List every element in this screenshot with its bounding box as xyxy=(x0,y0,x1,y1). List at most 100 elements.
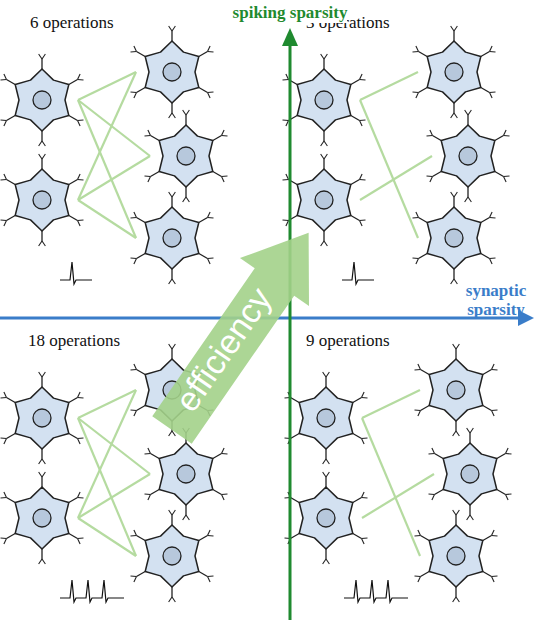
dendrite-branch xyxy=(506,495,509,500)
dendrite-branch xyxy=(78,397,84,399)
dendrite xyxy=(453,269,454,279)
dendrite xyxy=(481,254,490,259)
dendrite-branch xyxy=(172,192,175,197)
dendrite-branch xyxy=(453,344,456,349)
dendrite xyxy=(455,587,456,597)
neuron xyxy=(413,192,496,284)
dendrite xyxy=(453,197,454,207)
dendrite-branch xyxy=(490,212,493,217)
dendrite xyxy=(469,505,470,515)
neuron xyxy=(283,54,366,146)
dendrite xyxy=(455,349,456,359)
dendrite-branch xyxy=(362,397,368,399)
dendrite xyxy=(432,136,441,141)
dendrite xyxy=(6,180,15,185)
dendrite-branch xyxy=(492,369,498,371)
dendrite-branch xyxy=(134,530,137,535)
dendrite-branch xyxy=(490,259,493,264)
dendrite-branch xyxy=(504,135,510,137)
dendrite-branch xyxy=(456,510,459,515)
dendrite xyxy=(325,377,326,387)
dendrite-branch xyxy=(429,493,435,495)
dendrite xyxy=(136,52,145,57)
nucleus xyxy=(459,147,477,165)
neuron xyxy=(1,372,84,464)
dendrite-branch xyxy=(283,119,289,121)
dendrite xyxy=(483,572,492,577)
dendrite-branch xyxy=(492,575,498,577)
neuron xyxy=(131,26,214,118)
dendrite-branch xyxy=(451,113,454,118)
dendrite-branch xyxy=(490,91,496,93)
dendrite xyxy=(323,231,324,241)
dendrite xyxy=(453,103,454,113)
soma xyxy=(443,443,497,505)
neuron xyxy=(413,26,496,118)
dendrite xyxy=(467,115,468,125)
dendrite xyxy=(6,216,15,221)
dendrite xyxy=(150,490,159,495)
dendrite-branch xyxy=(145,175,151,177)
dendrite-branch xyxy=(286,174,289,179)
dendrite xyxy=(150,136,159,141)
dendrite-branch xyxy=(413,257,419,259)
dendrite-branch xyxy=(78,492,81,497)
spiking-axis xyxy=(289,44,292,620)
dendrite-branch xyxy=(490,51,496,53)
dendrite-branch xyxy=(145,135,151,137)
neuron xyxy=(145,428,228,520)
dendrite xyxy=(69,180,78,185)
dendrite-branch xyxy=(131,369,137,371)
dendrite-branch xyxy=(321,154,324,159)
dendrite xyxy=(495,172,504,177)
dendrite xyxy=(41,449,42,459)
operation-count: 9 operations xyxy=(306,332,390,351)
dendrite-branch xyxy=(4,74,7,79)
dendrite-branch xyxy=(415,409,421,411)
dendrite-branch xyxy=(323,472,326,477)
dendrite-branch xyxy=(134,212,137,217)
dendrite-branch xyxy=(283,219,289,221)
dendrite-branch xyxy=(134,364,137,369)
nucleus xyxy=(177,147,195,165)
dendrite xyxy=(41,59,42,69)
dendrite-branch xyxy=(208,93,211,98)
dendrite-branch xyxy=(208,91,214,93)
dendrite-branch xyxy=(456,344,459,349)
dendrite-branch xyxy=(169,26,172,31)
dendrite-branch xyxy=(326,472,329,477)
dendrite xyxy=(41,159,42,169)
dendrite-branch xyxy=(172,26,175,31)
dendrite-branch xyxy=(504,177,507,182)
dendrite xyxy=(171,349,172,359)
dendrite xyxy=(290,498,299,503)
dendrite-branch xyxy=(169,431,172,436)
dendrite-branch xyxy=(39,559,42,564)
dendrite-branch xyxy=(454,192,457,197)
dendrite-branch xyxy=(78,539,81,544)
dendrite-branch xyxy=(454,26,457,31)
dendrite xyxy=(41,477,42,487)
dendrite xyxy=(150,172,159,177)
synapse xyxy=(360,72,418,100)
dendrite xyxy=(418,254,427,259)
dendrite-branch xyxy=(1,497,7,499)
dendrite-branch xyxy=(39,472,42,477)
dendrite-branch xyxy=(432,448,435,453)
nucleus xyxy=(461,465,479,483)
synapse xyxy=(78,390,136,418)
neuron xyxy=(145,110,228,202)
spike-trace xyxy=(344,580,408,602)
dendrite-branch xyxy=(467,428,470,433)
dendrite-branch xyxy=(416,212,419,217)
dendrite-branch xyxy=(39,154,42,159)
dendrite xyxy=(325,549,326,559)
dendrite-branch xyxy=(453,431,456,436)
dendrite-branch xyxy=(42,154,45,159)
dendrite-branch xyxy=(506,493,512,495)
axis-label: spiking sparsity xyxy=(233,4,348,23)
dendrite-branch xyxy=(324,241,327,246)
nucleus xyxy=(315,91,333,109)
dendrite xyxy=(467,187,468,197)
dendrite-branch xyxy=(222,453,228,455)
